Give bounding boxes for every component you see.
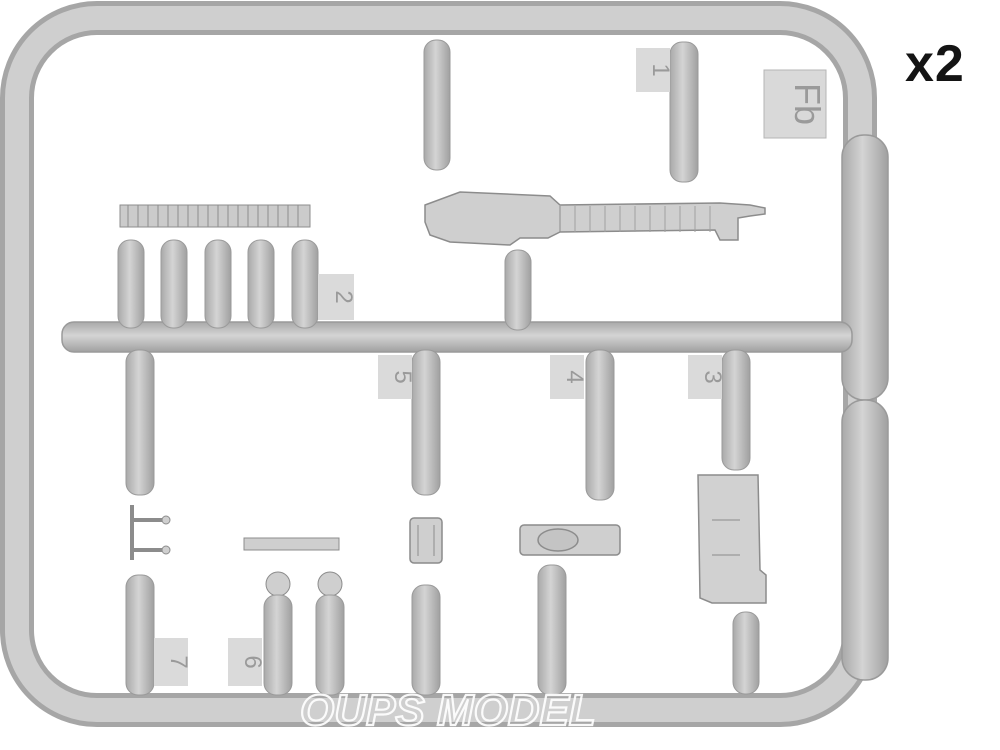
right-runner-bulge: [841, 134, 889, 401]
part-7-hooks: [130, 505, 171, 560]
part-6-sight: [243, 537, 343, 597]
gate-top-b: [669, 41, 699, 183]
part-4-bracket: [519, 524, 621, 556]
part-3-label-box: [688, 355, 722, 399]
part-3-number: 3: [699, 370, 726, 383]
sheet-tag-label: Fb: [787, 83, 828, 125]
quantity-multiplier: x2: [905, 35, 965, 93]
part-1-number: 1: [647, 63, 674, 76]
part-6-label-box: [228, 638, 262, 686]
part-4-number: 4: [561, 370, 588, 383]
part-5-label-box: [378, 355, 412, 399]
part-2-number: 2: [330, 290, 357, 303]
main-runner: [61, 321, 853, 353]
part-1-machine-gun: [424, 191, 766, 246]
part-5-clamp: [409, 517, 443, 564]
gate-top-a: [423, 39, 451, 171]
part-7-label-box: [154, 638, 188, 686]
sheet-tag-box: [763, 69, 827, 139]
part-2-ammo-belt: [119, 204, 311, 228]
part-3-receiver-plate: [697, 474, 767, 604]
part-5-number: 5: [389, 370, 416, 383]
part-1-label-box: [636, 48, 670, 92]
part-2-gates: [117, 239, 319, 329]
watermark-text: OUPS MODEL: [300, 686, 596, 735]
part-7-number: 7: [165, 655, 192, 668]
part-6-number: 6: [239, 655, 266, 668]
part-4-label-box: [550, 355, 584, 399]
part-2-label-box: [318, 274, 354, 320]
